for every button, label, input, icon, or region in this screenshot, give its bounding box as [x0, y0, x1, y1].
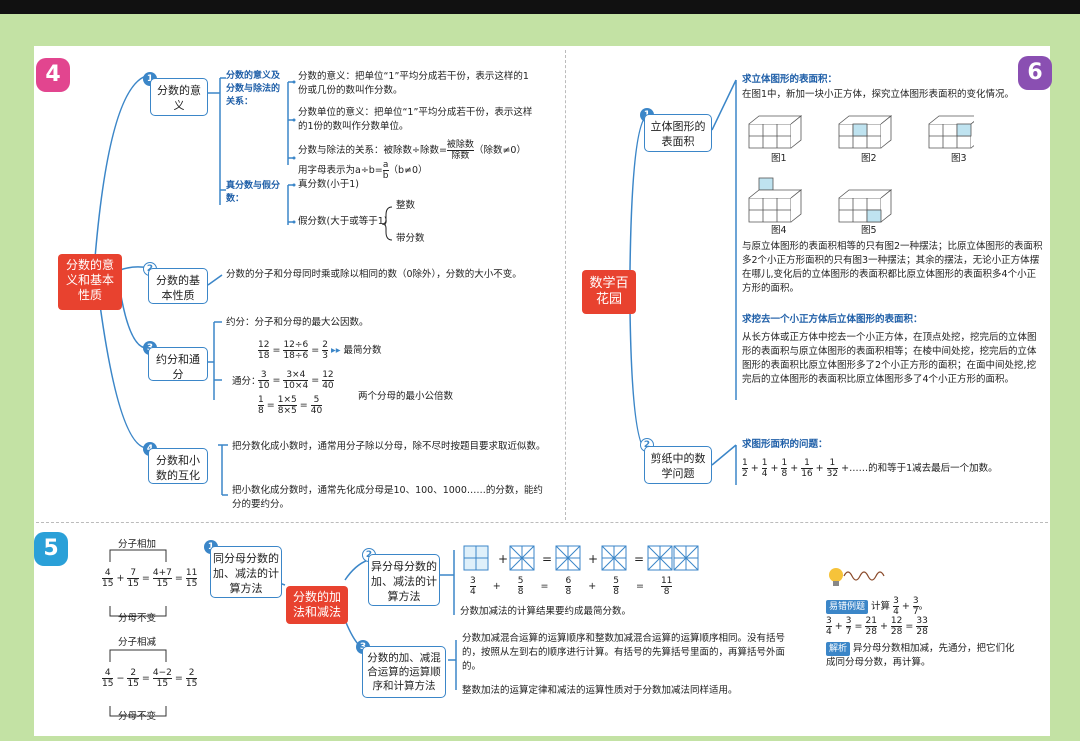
section-5-center-topic: 分数的加法和减法	[286, 586, 348, 624]
section-5-badge: 5	[34, 532, 68, 566]
node-different-denominator: 异分母分数的加、减法的计算方法	[368, 554, 440, 606]
node-surface-area: 立体图形的表面积	[644, 114, 712, 152]
text-laws-apply: 整数加法的运算定律和减法的运算性质对于分数加减法同样适用。	[462, 685, 738, 696]
bulb-icon	[829, 568, 885, 586]
text-simplest-result: 分数加减法的计算结果要约成最简分数。	[460, 606, 632, 617]
label-numerator-subtract: 分子相减	[118, 637, 157, 648]
label-denominator-unchanged-2: 分母不变	[118, 711, 157, 722]
section-4-badge: 4	[36, 58, 70, 92]
figure-label-5: 图5	[861, 225, 877, 236]
explain-tag: 解析	[826, 642, 851, 656]
node-same-denominator: 同分母分数的加、减法的计算方法	[210, 546, 282, 598]
mind-map-page	[34, 46, 1050, 736]
example-explanation: 解析 异分母分数相加减，先通分，把它们化成同分母分数，再计算。	[826, 642, 1015, 668]
sub-proper-improper: 真分数与假分数：	[226, 181, 281, 204]
text-fraction-to-decimal: 把分数化成小数时，通常用分子除以分母，除不尽时按题目要求取近似数。	[232, 441, 546, 452]
figure-label-4: 图4	[771, 225, 787, 236]
text-decimal-to-fraction: 把小数化成分数时，通常先化成分母是10、100、1000……的分数，能约分的要约…	[232, 485, 543, 510]
text-dig-cube: 从长方体或正方体中挖去一个小正方体，在顶点处挖，挖完后的立体图形的表面积与原立体…	[742, 332, 1037, 385]
text-lcm-note: 两个分母的最小公倍数	[358, 391, 454, 402]
heading-area-problem: 求图形面积的问题：	[742, 439, 828, 450]
text-fraction-meaning: 分数的意义：把单位“1”平均分成若干份，表示这样的1份或几份的数叫作分数。	[298, 71, 529, 96]
figure-label-2: 图2	[861, 153, 877, 164]
node-mixed-operation: 分数的加、减混合运算的运算顺序和计算方法	[362, 646, 446, 698]
section-4-center-topic: 分数的意义和基本性质	[58, 254, 122, 310]
text-integer: 整数	[396, 200, 416, 211]
section-6-center-topic: 数学百花园	[582, 270, 636, 314]
node-paper-cutting: 剪纸中的数学问题	[644, 446, 712, 484]
text-mixed-order: 分数加减混合运算的运算顺序和整数加减混合运算的运算顺序相同。没有括号的，按照从左…	[462, 633, 786, 672]
text-division-relation: 分数与除法的关系：被除数÷除数=被除数除数（除数≠0）	[298, 140, 526, 161]
cube-figures	[748, 115, 974, 223]
text-basic-property: 分数的分子和分母同时乘或除以相同的数（0除外），分数的大小不变。	[226, 269, 522, 280]
heading-dig-cube: 求挖去一个小正方体后立体图形的表面积：	[742, 314, 923, 325]
text-surface-result: 与原立体图形的表面积相等的只有图2一种摆法；比原立体图形的表面积多2个小正方形面…	[742, 241, 1043, 294]
text-common-denominator: 通分：	[232, 376, 261, 387]
text-improper-fraction: 假分数(大于或等于1)	[298, 216, 388, 227]
figure-label-3: 图3	[951, 153, 967, 164]
svg-text:+: +	[588, 552, 598, 566]
text-unit-meaning: 分数单位的意义：把单位“1”平均分成若干份，表示这样的1份的数叫作分数单位。	[298, 107, 533, 132]
node-basic-property: 分数的基本性质	[148, 268, 208, 304]
fraction-grid-diagram: + = + =	[463, 545, 699, 571]
section-divider-horizontal	[36, 522, 1048, 523]
sub-meaning-relation: 分数的意义及分数与除法的关系：	[226, 71, 281, 107]
addition-subtraction-brackets	[109, 549, 167, 717]
node-fraction-decimal: 分数和小数的互化	[148, 448, 208, 484]
section-divider-vertical	[565, 50, 566, 520]
text-mixed-number: 带分数	[396, 233, 425, 244]
heading-surface-area: 求立体图形的表面积：	[742, 74, 838, 85]
svg-text:=: =	[634, 552, 644, 566]
top-edge	[0, 0, 1080, 14]
section-6-badge: 6	[1018, 56, 1052, 90]
text-proper-fraction: 真分数(小于1)	[298, 179, 359, 190]
svg-text:=: =	[542, 552, 552, 566]
node-fraction-meaning: 分数的意义	[150, 78, 208, 116]
text-surface-intro: 在图1中，新加一块小正方体，探究立体图形表面积的变化情况。	[742, 89, 1015, 100]
figure-label-1: 图1	[771, 153, 787, 164]
label-denominator-unchanged-1: 分母不变	[118, 613, 157, 624]
node-reduce-common-denominator: 约分和通分	[148, 347, 208, 381]
example-tag: 易错例题	[826, 600, 869, 614]
label-numerator-add: 分子相加	[118, 539, 157, 550]
svg-text:+: +	[498, 552, 508, 566]
text-reduce: 约分：分子和分母的最大公因数。	[226, 317, 369, 328]
